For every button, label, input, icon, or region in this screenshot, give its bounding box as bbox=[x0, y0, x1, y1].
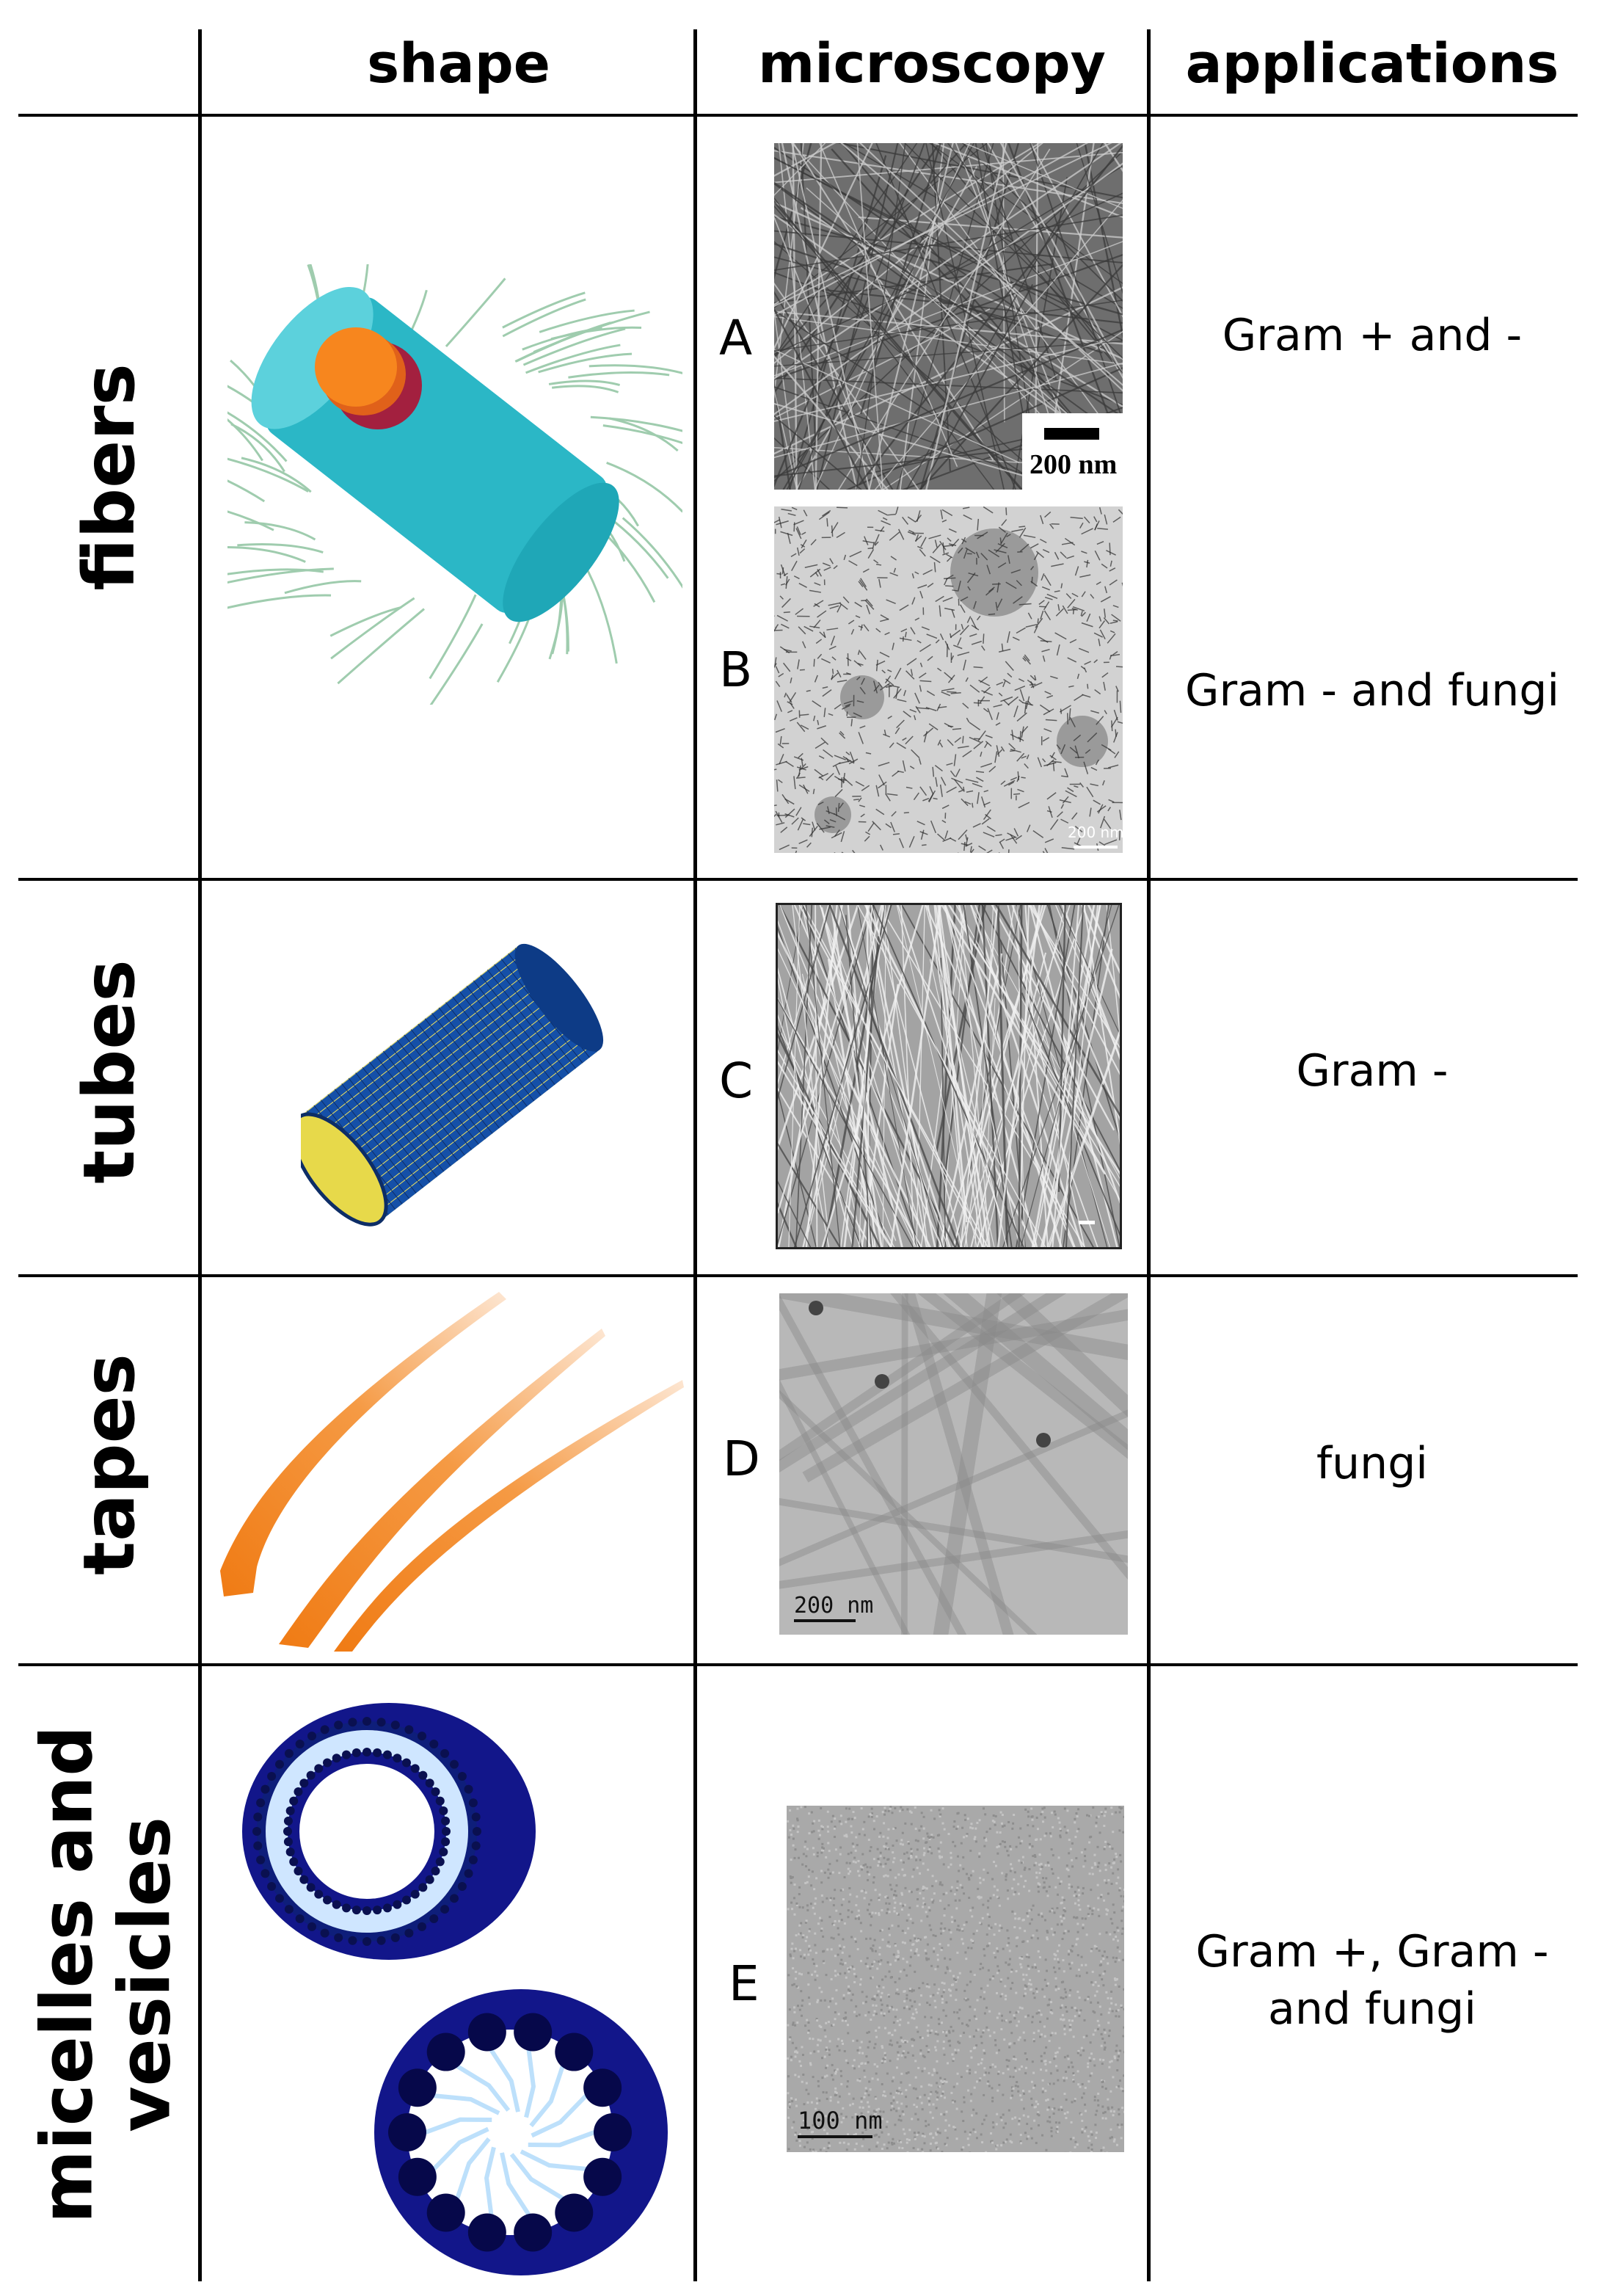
row-label-tubes: tubes bbox=[68, 959, 151, 1184]
scalebar-e bbox=[798, 2135, 872, 2138]
grid-vline-3 bbox=[1147, 29, 1151, 2281]
vesicle-illustration bbox=[242, 1703, 536, 1960]
application-c: Gram - bbox=[1296, 1045, 1449, 1097]
application-e-line1: Gram +, Gram - bbox=[1195, 1926, 1549, 1977]
panel-label-e: E bbox=[729, 1955, 759, 2012]
row-label-line2: vesicles bbox=[103, 1817, 186, 2132]
micrograph-a: 200 nm bbox=[774, 143, 1123, 490]
scalebar-box-a: 200 nm bbox=[1022, 413, 1123, 490]
row-label-fibers: fibers bbox=[68, 363, 151, 591]
scalebar-d bbox=[794, 1619, 856, 1622]
scalebar-label-b: 200 nm bbox=[1068, 824, 1123, 841]
scalebar-a bbox=[1044, 428, 1099, 440]
application-e: Gram +, Gram - and fungi bbox=[1167, 1923, 1578, 2038]
header-shape: shape bbox=[367, 32, 550, 95]
application-d: fungi bbox=[1316, 1438, 1428, 1489]
scalebar-label-d: 200 nm bbox=[794, 1593, 874, 1619]
tube-illustration bbox=[301, 943, 604, 1227]
tapes-illustration bbox=[220, 1292, 684, 1652]
micrograph-d: 200 nm bbox=[779, 1293, 1128, 1635]
header-applications: applications bbox=[1185, 32, 1559, 95]
panel-label-a: A bbox=[719, 310, 753, 366]
grid-hline-3 bbox=[18, 1663, 1578, 1666]
grid-hline-2 bbox=[18, 1274, 1578, 1277]
application-a: Gram + and - bbox=[1222, 310, 1523, 361]
micrograph-e: 100 nm bbox=[787, 1806, 1124, 2152]
grid-vline-1 bbox=[198, 29, 202, 2281]
row-label-micelles-vesicles: micelles and vesicles bbox=[26, 1725, 186, 2224]
micelle-illustration bbox=[374, 1989, 668, 2275]
scalebar-label-e: 100 nm bbox=[798, 2107, 883, 2135]
grid-hline-header bbox=[18, 114, 1578, 117]
grid-vline-2 bbox=[693, 29, 697, 2281]
panel-label-c: C bbox=[719, 1053, 754, 1109]
panel-label-d: D bbox=[723, 1431, 760, 1487]
application-b: Gram - and fungi bbox=[1184, 665, 1560, 716]
panel-label-b: B bbox=[719, 642, 753, 698]
row-label-line1: micelles and bbox=[26, 1725, 109, 2224]
micrograph-b: 200 nm bbox=[774, 506, 1123, 853]
scalebar-label-a: 200 nm bbox=[1030, 449, 1118, 480]
header-microscopy: microscopy bbox=[758, 32, 1106, 95]
scalebar-c bbox=[1079, 1221, 1095, 1224]
grid-hline-1 bbox=[18, 878, 1578, 881]
application-e-line2: and fungi bbox=[1268, 1983, 1476, 2035]
micrograph-c bbox=[776, 903, 1122, 1249]
fiber-illustration bbox=[227, 264, 682, 705]
scalebar-b bbox=[1074, 846, 1118, 849]
row-label-tapes: tapes bbox=[68, 1354, 151, 1575]
